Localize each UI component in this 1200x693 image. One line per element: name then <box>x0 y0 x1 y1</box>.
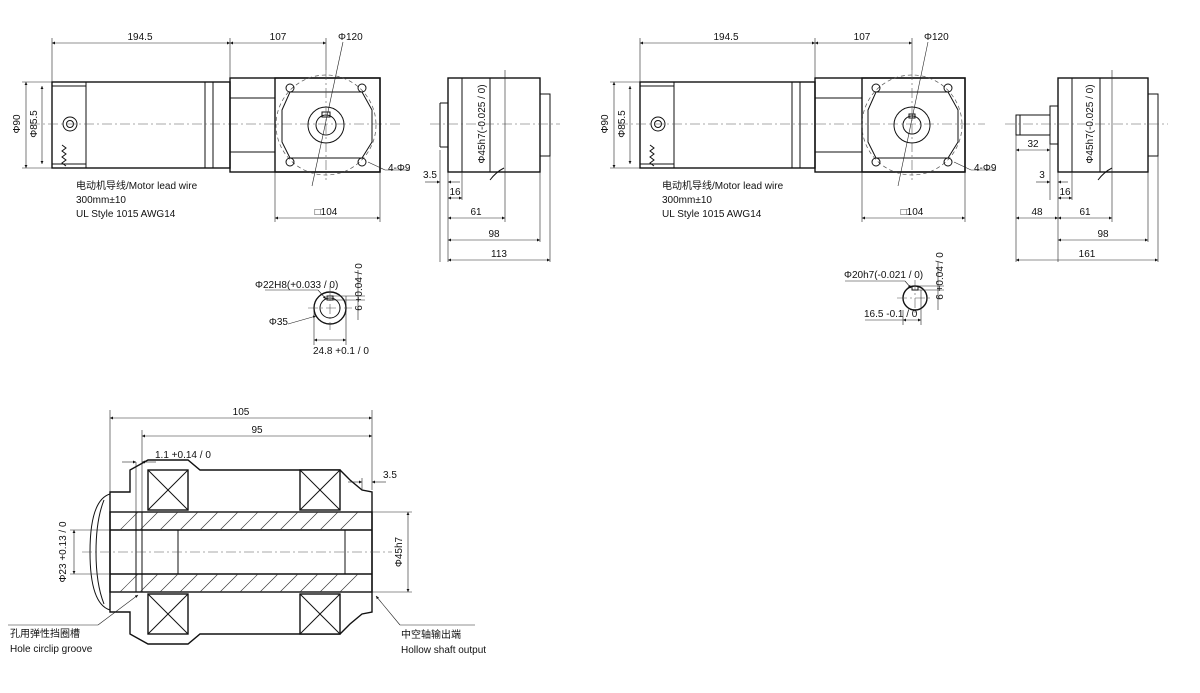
cable-gland-icon <box>61 144 67 167</box>
dim-dia85-5: Φ85.5 <box>29 110 40 138</box>
section-dimensions: 105 95 1.1 +0.14 / 0 3.5 Φ23 +0.13 / 0 Φ… <box>8 407 486 656</box>
section-view <box>82 459 392 645</box>
detail-key-height: 24.8 +0.1 / 0 <box>313 346 369 357</box>
v2-dim-square: □104 <box>901 207 924 218</box>
v2-dim-bore-h7: Φ45h7(-0.025 / 0) <box>1085 84 1096 163</box>
motor-body <box>51 81 231 169</box>
dim-113: 113 <box>491 249 507 260</box>
v2-dim-194-5: 194.5 <box>713 32 738 43</box>
dim-square: □104 <box>315 207 338 218</box>
view1-front <box>30 41 400 187</box>
lead-wire-label: 电动机导线/Motor lead wire <box>76 179 198 192</box>
label-output-en: Hollow shaft output <box>401 645 486 656</box>
v2-dim-holes: 4-Φ9 <box>974 163 997 174</box>
dim-194-5: 194.5 <box>127 32 152 43</box>
view1-side: Φ45h7(-0.025 / 0) 3.5 16 61 98 113 <box>423 70 560 262</box>
v2-dim-16: 16 <box>1059 187 1071 198</box>
lead-wire-length: 300mm±10 <box>76 195 126 206</box>
dim-3-5: 3.5 <box>423 170 437 181</box>
detail-shaft-key: 6 +0.04 / 0 <box>935 252 946 300</box>
v2-dim-flange-dia: Φ120 <box>924 32 949 43</box>
section-dim-95: 95 <box>251 425 263 436</box>
dim-98: 98 <box>488 229 500 240</box>
v2-lead-wire-length: 300mm±10 <box>662 195 712 206</box>
view1-dimensions: 194.5 107 Φ120 Φ90 Φ85.5 4-Φ9 □104 电动机导线… <box>12 32 411 222</box>
label-groove-cn: 孔用弹性挡圈槽 <box>10 627 80 640</box>
view1-bore-detail: Φ22H8(+0.033 / 0) Φ35 6 +0.04 / 0 24.8 +… <box>255 263 369 357</box>
dim-107: 107 <box>270 32 287 43</box>
v2-dim-dia85-5: Φ85.5 <box>617 110 628 138</box>
v2-dim-3: 3 <box>1039 170 1045 181</box>
v2-dim-161: 161 <box>1079 249 1096 260</box>
detail-outer-dia: Φ35 <box>269 317 289 328</box>
v2-dim-61: 61 <box>1079 207 1091 218</box>
dim-holes: 4-Φ9 <box>388 163 411 174</box>
section-dim-dia45: Φ45h7 <box>394 536 405 567</box>
dim-bore-h7: Φ45h7(-0.025 / 0) <box>477 84 488 163</box>
v2-dim-48: 48 <box>1031 207 1043 218</box>
section-dim-dia23: Φ23 +0.13 / 0 <box>58 521 69 583</box>
detail-shaft-flat: 16.5 -0.1 / 0 <box>864 309 918 320</box>
v2-dim-98: 98 <box>1097 229 1109 240</box>
dim-flange-dia: Φ120 <box>338 32 363 43</box>
v2-dim-107: 107 <box>854 32 871 43</box>
detail-key-width: 6 +0.04 / 0 <box>354 263 365 311</box>
view2-dimensions: 194.5 107 Φ120 Φ90 Φ85.5 4-Φ9 □104 电动机导线… <box>600 32 997 222</box>
section-dim-1-1: 1.1 +0.14 / 0 <box>155 450 211 461</box>
section-dim-105: 105 <box>233 407 250 418</box>
v2-dim-32: 32 <box>1027 139 1039 150</box>
v2-lead-wire-label: 电动机导线/Motor lead wire <box>662 179 784 192</box>
v2-lead-wire-standard: UL Style 1015 AWG14 <box>662 209 762 220</box>
view2-shaft-detail: Φ20h7(-0.021 / 0) 6 +0.04 / 0 16.5 -0.1 … <box>844 252 946 325</box>
view2-side: Φ45h7(-0.025 / 0) 32 3 16 48 61 98 161 <box>1005 70 1168 262</box>
detail-shaft-dia: Φ20h7(-0.021 / 0) <box>844 270 923 281</box>
label-output-cn: 中空轴输出端 <box>401 628 461 641</box>
v2-dim-dia90: Φ90 <box>600 114 611 134</box>
dim-61: 61 <box>470 207 482 218</box>
section-dim-3-5: 3.5 <box>383 470 397 481</box>
dim-16: 16 <box>449 187 461 198</box>
lead-wire-standard: UL Style 1015 AWG14 <box>76 209 176 220</box>
dim-dia90: Φ90 <box>12 114 23 134</box>
view2-front <box>618 41 985 187</box>
detail-bore-dia: Φ22H8(+0.033 / 0) <box>255 280 338 291</box>
label-groove-en: Hole circlip groove <box>10 644 93 655</box>
